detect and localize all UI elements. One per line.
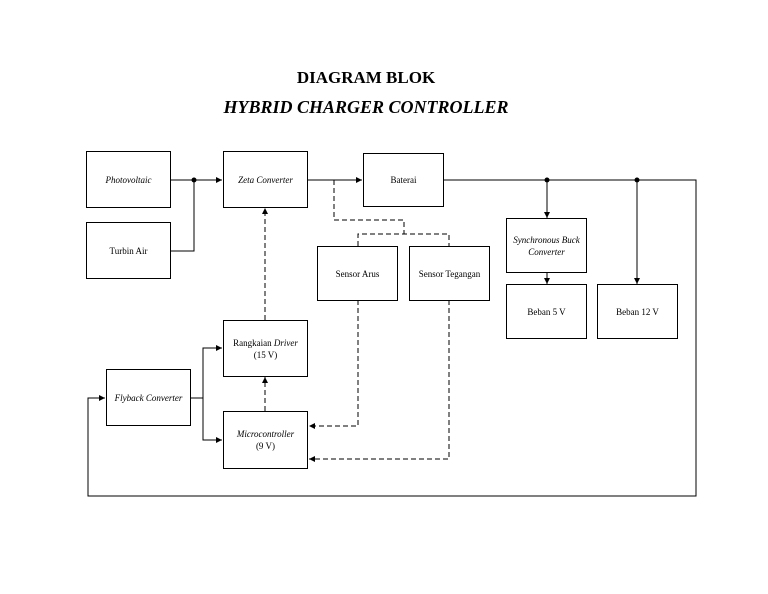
baterai-bus-line	[87, 179, 697, 497]
microcontroller-voltage: (9 V)	[255, 441, 276, 451]
synchronous-buck-label: Synchronous Buck Converter	[509, 234, 583, 258]
turbin-air-block: Turbin Air	[86, 222, 171, 279]
junction-dot-beban12	[634, 177, 640, 183]
synchronous-buck-line2: Converter	[528, 246, 565, 257]
sensor-tegangan-label: Sensor Tegangan	[418, 268, 481, 279]
microcontroller-label: Microcontroller (9 V)	[233, 428, 298, 452]
diagram-title: DIAGRAM BLOK	[296, 68, 436, 87]
photovoltaic-label: Photovoltaic	[105, 174, 152, 185]
microcontroller-name: Microcontroller	[236, 429, 295, 439]
baterai-label: Baterai	[390, 175, 417, 185]
beban-5v-label: Beban 5 V	[527, 306, 566, 317]
synchronous-buck-block: Synchronous Buck Converter	[506, 218, 587, 273]
junction-dot-buck	[544, 177, 550, 183]
flyback-to-driver-line	[190, 345, 222, 399]
rangkaian-driver-label: Rangkaian Driver (15 V)	[229, 337, 302, 361]
photovoltaic-block: Photovoltaic	[86, 151, 171, 208]
rangkaian-driver-voltage: (15 V)	[253, 349, 278, 360]
beban-12v-label: Beban 12 V	[616, 306, 659, 317]
synchronous-buck-line1: Synchronous Buck	[513, 234, 580, 245]
turbin-air-label: Turbin Air	[109, 245, 148, 256]
flyback-converter-label: Flyback Converter	[114, 392, 183, 403]
rangkaian-driver-prefix: Rangkaian	[233, 337, 274, 348]
flyback-to-micro-line	[202, 398, 222, 443]
tegangan-to-micro-line	[309, 300, 450, 462]
zeta-converter-label: Zeta Converter	[238, 174, 293, 185]
sensor-tegangan-block: Sensor Tegangan	[409, 246, 490, 301]
turbin-to-junction-line	[170, 180, 195, 252]
rangkaian-driver-block: Rangkaian Driver (15 V)	[223, 320, 308, 377]
battery-sense-line	[333, 180, 405, 234]
sense-split-line	[357, 233, 450, 246]
diagram-subtitle: HYBRID CHARGER CONTROLLER	[223, 97, 509, 117]
sensor-arus-block: Sensor Arus	[317, 246, 398, 301]
zeta-converter-block: Zeta Converter	[223, 151, 308, 208]
junction-dot-pv	[191, 177, 197, 183]
arus-to-micro-line	[309, 300, 359, 429]
microcontroller-block: Microcontroller (9 V)	[223, 411, 308, 469]
baterai-block: Baterai	[363, 153, 444, 207]
flyback-converter-block: Flyback Converter	[106, 369, 191, 426]
sensor-arus-label: Sensor Arus	[335, 268, 380, 279]
beban-5v-block: Beban 5 V	[506, 284, 587, 339]
rangkaian-driver-word: Driver	[273, 337, 298, 348]
beban-12v-block: Beban 12 V	[597, 284, 678, 339]
